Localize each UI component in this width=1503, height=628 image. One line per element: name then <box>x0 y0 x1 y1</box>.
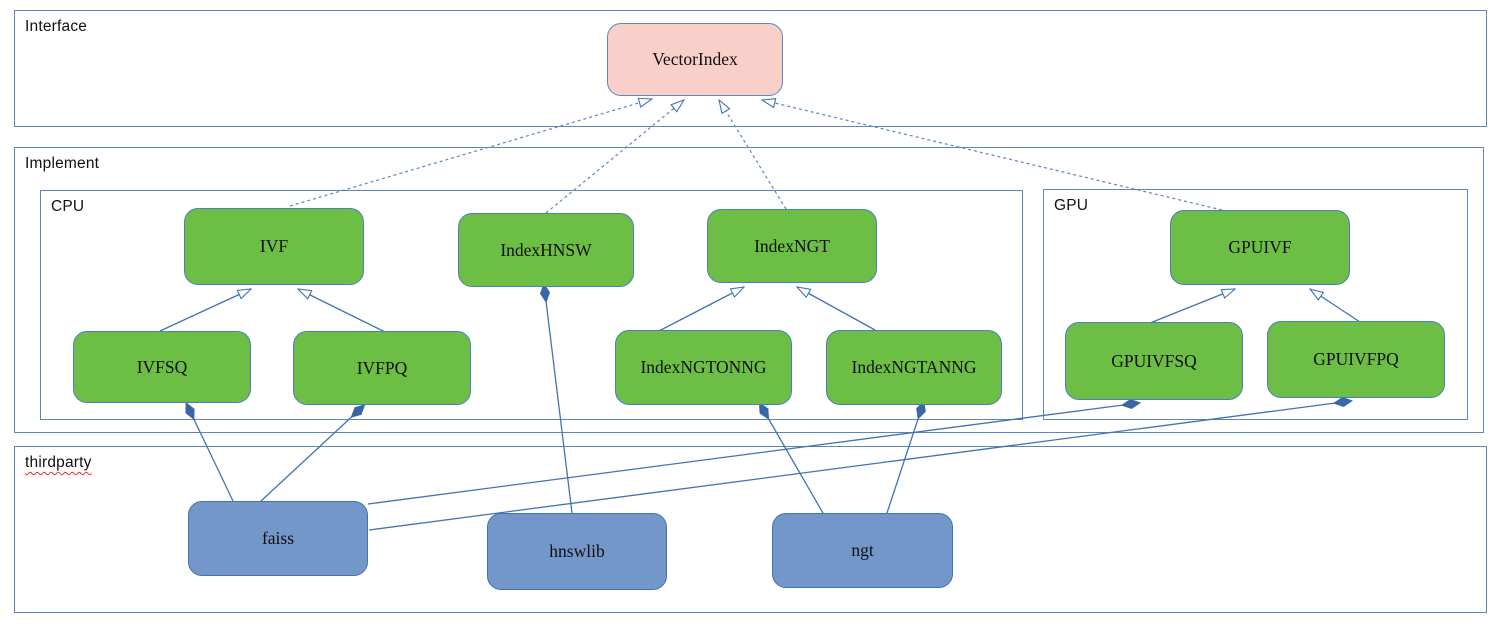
section-implement-label: Implement <box>25 155 100 172</box>
node-indexngtonng: IndexNGTONNG <box>615 330 792 405</box>
node-ivfpq-label: IVFPQ <box>356 357 408 378</box>
section-cpu-label: CPU <box>51 198 85 215</box>
node-ivf: IVF <box>184 208 364 285</box>
node-gpuivfpq-label: GPUIVFPQ <box>1313 349 1399 369</box>
node-indexngt: IndexNGT <box>707 209 877 283</box>
node-ngt-label: ngt <box>851 540 874 560</box>
node-gpuivf-label: GPUIVF <box>1228 237 1292 257</box>
node-indexhnsw-label: IndexHNSW <box>500 239 592 260</box>
node-gpuivf: GPUIVF <box>1170 210 1350 285</box>
node-ivf-label: IVF <box>259 236 289 256</box>
node-faiss: faiss <box>188 501 368 576</box>
node-gpuivfsq-label: GPUIVFSQ <box>1111 350 1197 371</box>
node-faiss-label: faiss <box>261 528 295 548</box>
node-hnswlib-label: hnswlib <box>549 541 605 561</box>
node-indexngt-label: IndexNGT <box>754 235 830 256</box>
section-thirdparty-label: thirdparty <box>25 454 92 471</box>
node-hnswlib: hnswlib <box>487 513 667 590</box>
node-indexngtanng: IndexNGTANNG <box>826 330 1002 405</box>
node-ngt: ngt <box>772 513 953 588</box>
node-ivfsq-label: IVFSQ <box>136 356 188 377</box>
node-ivfsq: IVFSQ <box>73 331 251 403</box>
section-interface-label: Interface <box>25 18 88 35</box>
section-gpu-label: GPU <box>1054 197 1089 214</box>
node-gpuivfpq: GPUIVFPQ <box>1267 321 1445 398</box>
node-ivfpq: IVFPQ <box>293 331 471 405</box>
node-indexhnsw: IndexHNSW <box>458 213 634 287</box>
node-indexngtanng-label: IndexNGTANNG <box>851 357 977 377</box>
node-indexngtonng-label: IndexNGTONNG <box>640 357 767 377</box>
node-gpuivfsq: GPUIVFSQ <box>1065 322 1243 400</box>
node-vectorindex-label: VectorIndex <box>652 49 738 69</box>
node-vectorindex: VectorIndex <box>607 23 783 96</box>
